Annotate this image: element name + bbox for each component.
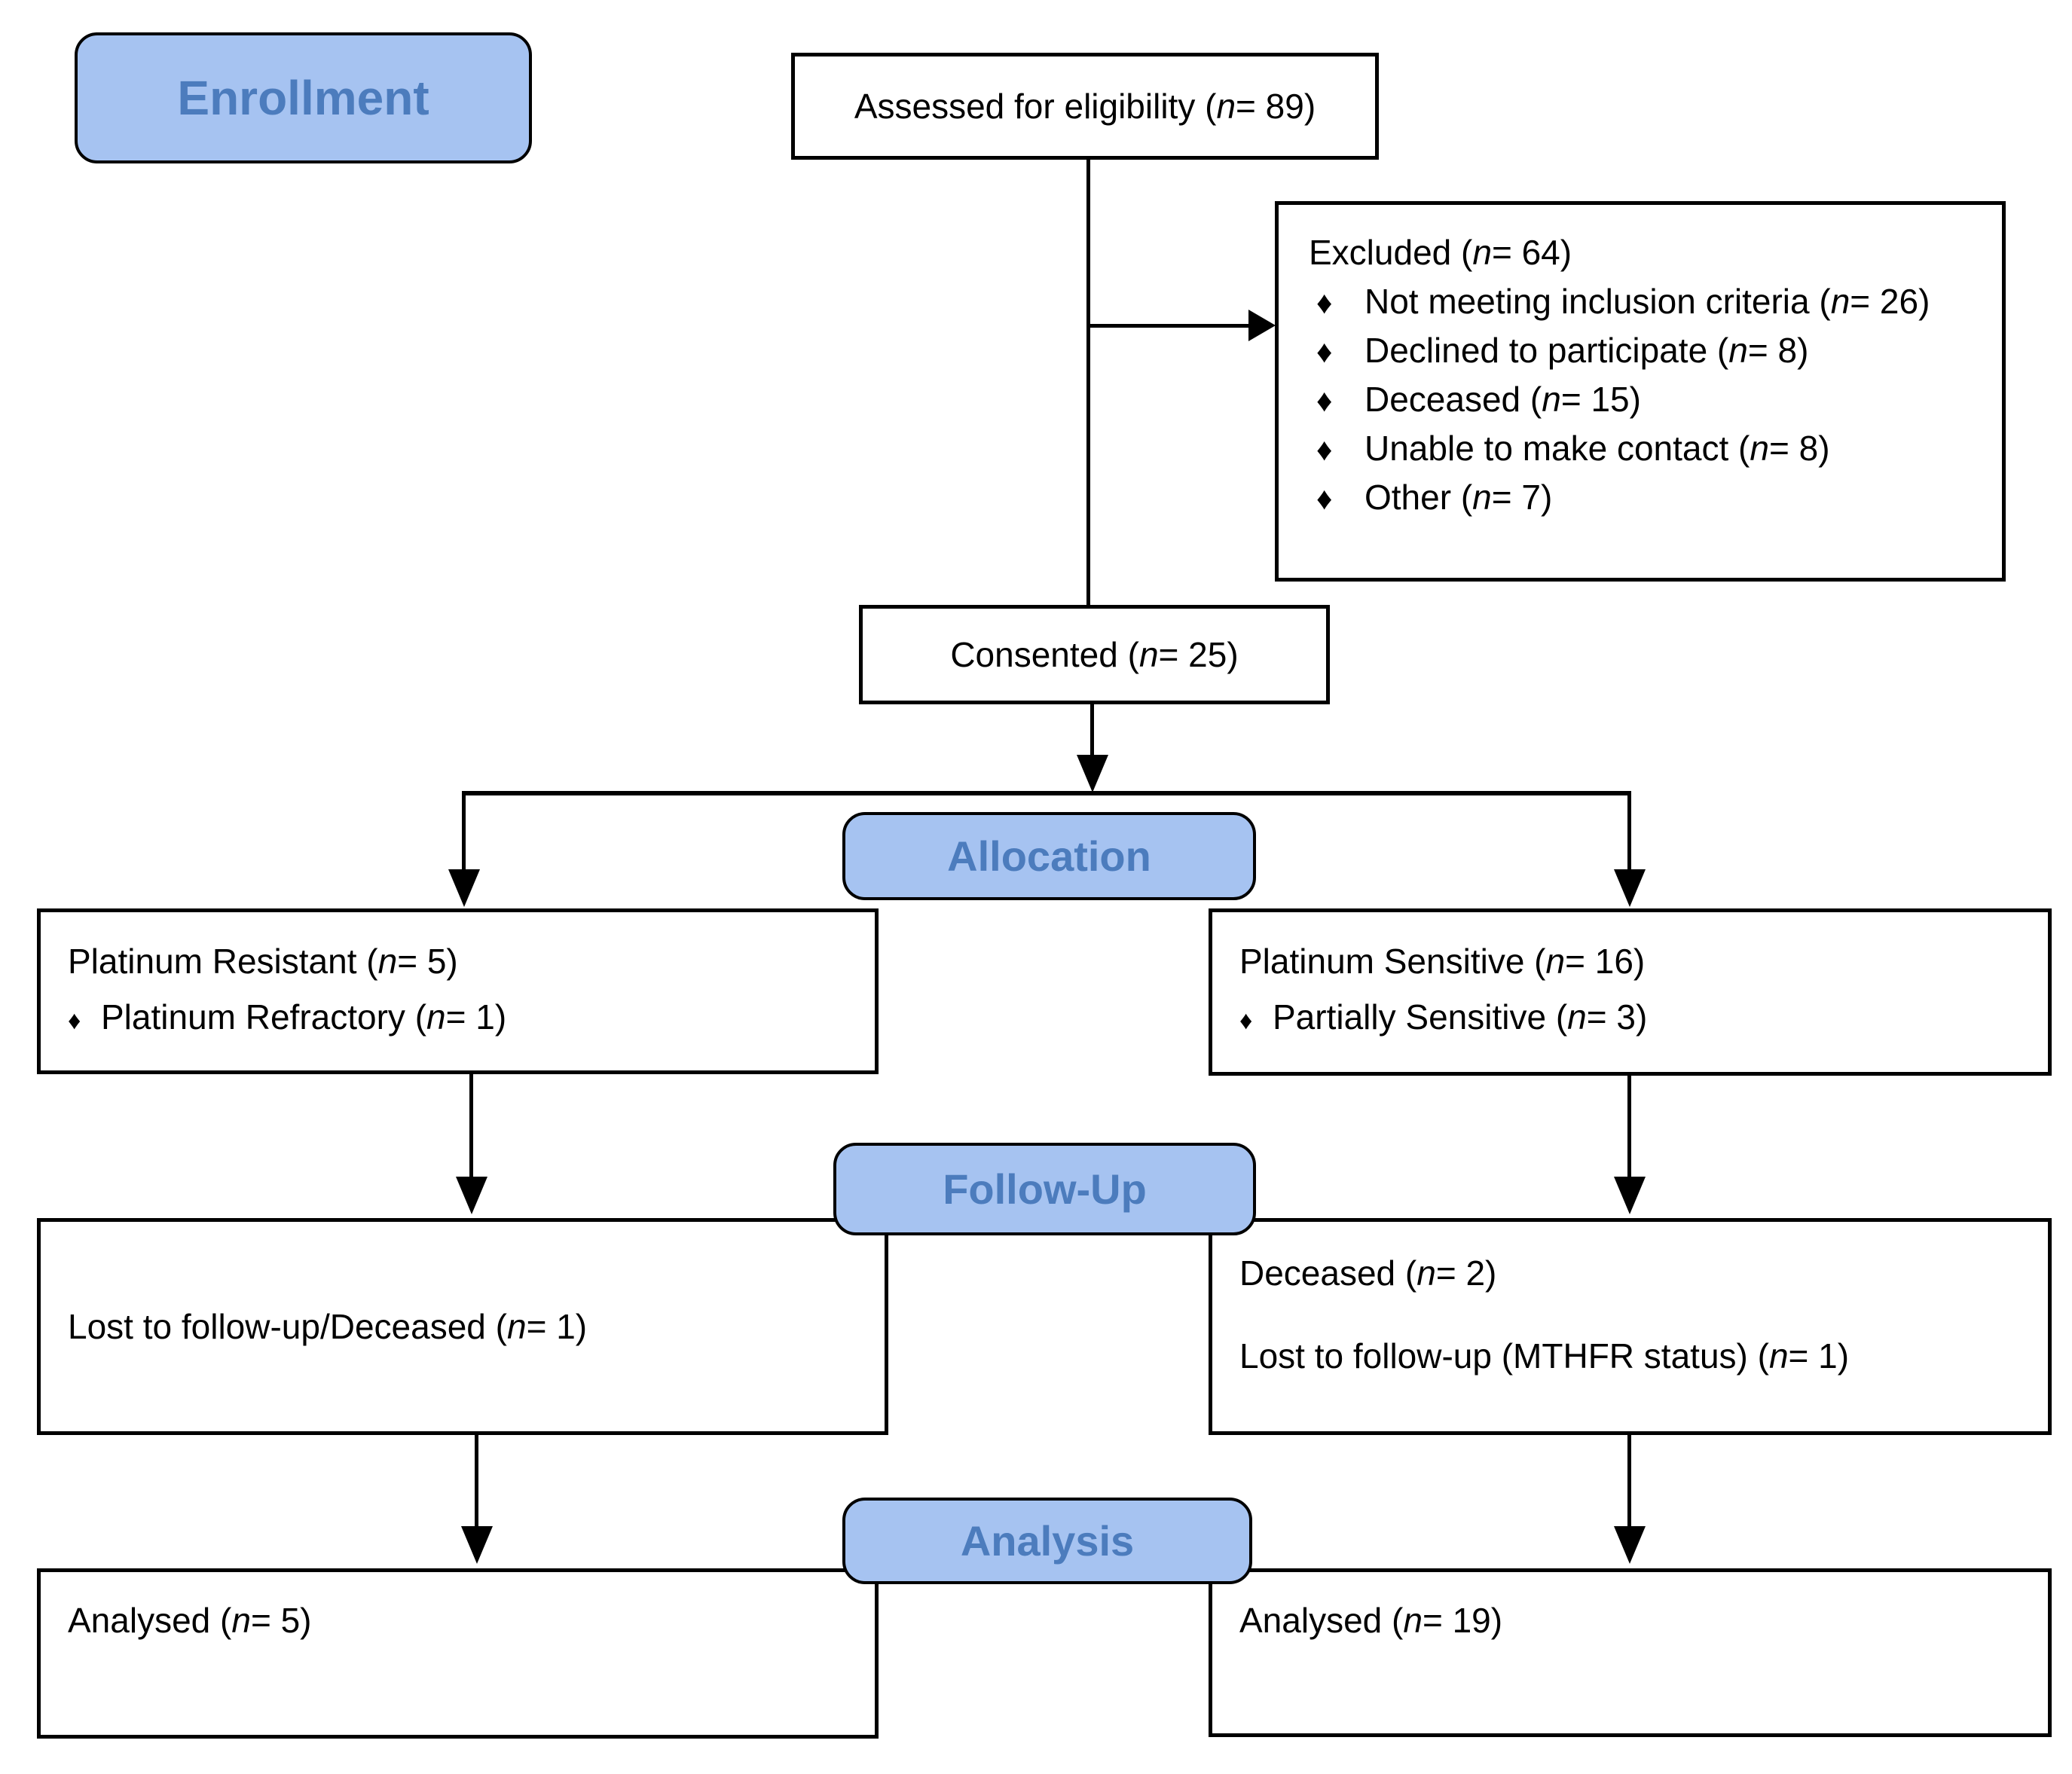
followup-right-line2: Lost to follow-up (MTHFR status) (n= 1): [1239, 1336, 1850, 1376]
excluded-item: ♦Other (n= 7): [1316, 473, 2002, 522]
connector-to-excluded: [1088, 324, 1252, 328]
excluded-box: Excluded (n= 64) ♦Not meeting inclusion …: [1275, 201, 2006, 582]
excluded-item: ♦Deceased (n= 15): [1316, 375, 2002, 424]
arrowhead-right-icon: [1248, 310, 1276, 341]
allocation-right-item: ♦Partially Sensitive (n= 3): [1239, 989, 2048, 1045]
diamond-bullet-icon: ♦: [1316, 285, 1333, 320]
arrowhead-down-icon: [461, 1526, 493, 1564]
excluded-item: ♦Not meeting inclusion criteria (n= 26): [1316, 277, 2002, 326]
excluded-item: ♦Unable to make contact (n= 8): [1316, 424, 2002, 473]
excluded-title: Excluded (n= 64): [1309, 233, 1572, 272]
arrowhead-down-icon: [1614, 1526, 1646, 1564]
diamond-bullet-icon: ♦: [1316, 383, 1333, 418]
connector-alloc-to-followup-left: [469, 1073, 473, 1178]
arrowhead-down-icon: [1614, 869, 1646, 907]
connector-branch-right: [1627, 791, 1631, 872]
diamond-bullet-icon: ♦: [1316, 481, 1333, 516]
diamond-bullet-icon: ♦: [1316, 334, 1333, 369]
excluded-list: ♦Not meeting inclusion criteria (n= 26) …: [1279, 277, 2002, 522]
diamond-bullet-icon: ♦: [1239, 1006, 1253, 1035]
connector-followup-to-analysis-right: [1627, 1434, 1631, 1528]
followup-right-box: Deceased (n= 2) Lost to follow-up (MTHFR…: [1209, 1218, 2052, 1435]
arrowhead-down-icon: [456, 1177, 487, 1214]
arrowhead-down-icon: [448, 869, 480, 907]
connector-followup-to-analysis-left: [475, 1434, 478, 1528]
stage-label-enrollment: Enrollment: [75, 32, 532, 163]
allocation-right-title: Platinum Sensitive (n= 16): [1239, 942, 1646, 981]
excluded-item: ♦Declined to participate (n= 8): [1316, 326, 2002, 375]
allocation-right-box: Platinum Sensitive (n= 16) ♦Partially Se…: [1209, 908, 2052, 1076]
consented-text: Consented (n= 25): [950, 634, 1239, 674]
analysis-left-box: Analysed (n= 5): [37, 1568, 879, 1739]
analysis-left-text: Analysed (n= 5): [68, 1601, 312, 1640]
diamond-bullet-icon: ♦: [68, 1006, 81, 1035]
connector-assessed-to-consented: [1086, 158, 1090, 607]
analysis-right-text: Analysed (n= 19): [1239, 1601, 1503, 1640]
assessed-box: Assessed for eligibility (n= 89): [791, 53, 1379, 160]
followup-left-box: Lost to follow-up/Deceased (n= 1): [37, 1218, 888, 1435]
branch-line: [462, 791, 1631, 795]
analysis-right-box: Analysed (n= 19): [1209, 1568, 2052, 1737]
stage-label-followup: Follow-Up: [833, 1143, 1256, 1235]
stage-label-allocation: Allocation: [842, 812, 1256, 900]
arrowhead-down-icon: [1614, 1177, 1646, 1214]
connector-alloc-to-followup-right: [1627, 1074, 1631, 1178]
allocation-left-item: ♦Platinum Refractory (n= 1): [68, 989, 875, 1045]
connector-branch-left: [462, 791, 466, 872]
connector-consented-to-branch: [1090, 702, 1094, 756]
stage-label-analysis: Analysis: [842, 1498, 1252, 1584]
followup-left-text: Lost to follow-up/Deceased (n= 1): [68, 1306, 588, 1346]
consented-box: Consented (n= 25): [859, 605, 1330, 704]
allocation-left-title: Platinum Resistant (n= 5): [68, 942, 458, 981]
arrowhead-down-icon: [1077, 755, 1108, 792]
assessed-text: Assessed for eligibility (n= 89): [854, 86, 1316, 126]
followup-right-line1: Deceased (n= 2): [1239, 1253, 1497, 1293]
allocation-left-box: Platinum Resistant (n= 5) ♦Platinum Refr…: [37, 908, 879, 1074]
diamond-bullet-icon: ♦: [1316, 432, 1333, 467]
